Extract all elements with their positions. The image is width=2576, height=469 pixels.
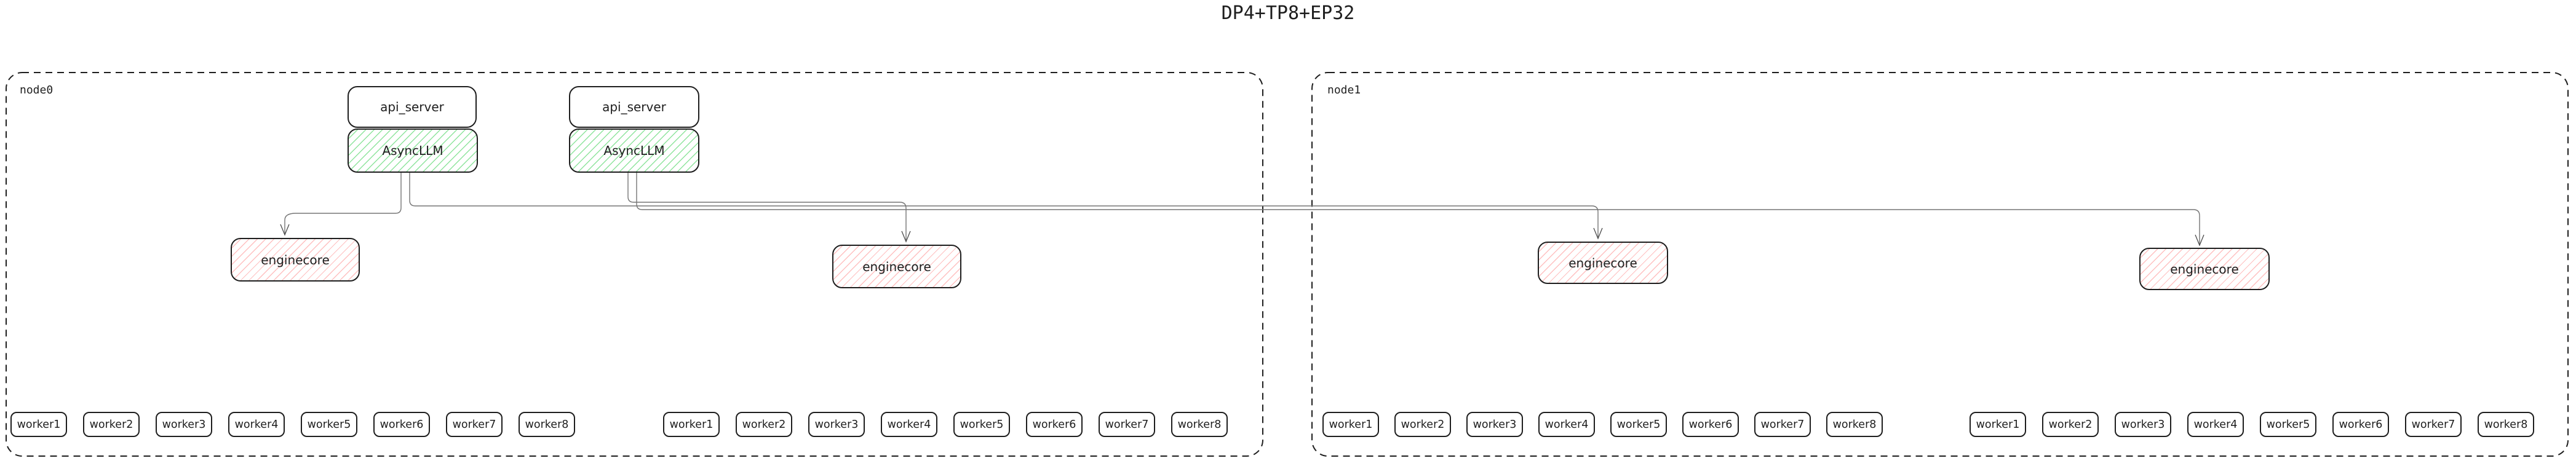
worker-box-node1-workers-a-2: worker2 bbox=[1394, 412, 1451, 437]
diagram-title: DP4+TP8+EP32 bbox=[1221, 2, 1355, 24]
enginecore-3-box: enginecore bbox=[1538, 242, 1668, 284]
worker-box-node0-workers-a-1: worker1 bbox=[10, 412, 67, 437]
asyncllm-1-box: AsyncLLM bbox=[348, 128, 478, 173]
arrowhead-icon bbox=[901, 231, 911, 243]
worker-box-node1-workers-b-1: worker1 bbox=[1970, 412, 2026, 437]
api-server-2-box: api_server bbox=[569, 86, 699, 128]
worker-box-node0-workers-a-3: worker3 bbox=[156, 412, 212, 437]
node-label-node0: node0 bbox=[20, 84, 54, 97]
worker-box-node0-workers-a-6: worker6 bbox=[373, 412, 430, 437]
worker-box-node0-workers-b-3: worker3 bbox=[808, 412, 865, 437]
worker-box-node1-workers-a-7: worker7 bbox=[1754, 412, 1811, 437]
worker-box-node0-workers-b-7: worker7 bbox=[1099, 412, 1155, 437]
worker-box-node0-workers-b-5: worker5 bbox=[953, 412, 1010, 437]
enginecore-2-box: enginecore bbox=[832, 245, 961, 288]
enginecore-4-box: enginecore bbox=[2139, 248, 2270, 290]
worker-box-node1-workers-a-1: worker1 bbox=[1322, 412, 1379, 437]
asyncllm-2-box: AsyncLLM bbox=[569, 128, 699, 173]
worker-box-node1-workers-b-7: worker7 bbox=[2405, 412, 2462, 437]
edge-asyncllm-1-to-enginecore-3 bbox=[409, 173, 1599, 237]
edge-asyncllm-2-to-enginecore-2 bbox=[627, 173, 907, 240]
worker-box-node0-workers-a-7: worker7 bbox=[446, 412, 503, 437]
worker-box-node0-workers-b-6: worker6 bbox=[1026, 412, 1083, 437]
edge-asyncllm-2-to-enginecore-4 bbox=[636, 173, 2200, 244]
worker-box-node0-workers-b-8: worker8 bbox=[1171, 412, 1228, 437]
arrowhead-icon bbox=[280, 224, 290, 236]
arrowhead-icon bbox=[1593, 227, 1603, 240]
worker-box-node0-workers-a-2: worker2 bbox=[83, 412, 140, 437]
worker-box-node0-workers-a-5: worker5 bbox=[301, 412, 357, 437]
node-label-node1: node1 bbox=[1327, 84, 1361, 97]
arrowhead-icon bbox=[2195, 234, 2204, 246]
worker-box-node1-workers-b-2: worker2 bbox=[2042, 412, 2099, 437]
worker-box-node1-workers-b-6: worker6 bbox=[2332, 412, 2389, 437]
worker-box-node1-workers-b-3: worker3 bbox=[2115, 412, 2171, 437]
edge-asyncllm-1-to-enginecore-1 bbox=[284, 173, 402, 234]
worker-box-node0-workers-a-8: worker8 bbox=[519, 412, 575, 437]
worker-box-node0-workers-b-4: worker4 bbox=[881, 412, 937, 437]
api-server-1-box: api_server bbox=[348, 86, 477, 128]
worker-box-node1-workers-b-4: worker4 bbox=[2187, 412, 2244, 437]
node-container-node1 bbox=[1311, 72, 2569, 457]
worker-box-node0-workers-a-4: worker4 bbox=[228, 412, 285, 437]
worker-box-node1-workers-b-5: worker5 bbox=[2260, 412, 2316, 437]
worker-box-node0-workers-b-1: worker1 bbox=[663, 412, 720, 437]
worker-box-node1-workers-a-8: worker8 bbox=[1826, 412, 1883, 437]
worker-box-node1-workers-a-5: worker5 bbox=[1610, 412, 1667, 437]
worker-box-node0-workers-b-2: worker2 bbox=[736, 412, 792, 437]
enginecore-1-box: enginecore bbox=[231, 238, 360, 282]
worker-box-node1-workers-b-8: worker8 bbox=[2478, 412, 2534, 437]
worker-box-node1-workers-a-3: worker3 bbox=[1466, 412, 1523, 437]
worker-box-node1-workers-a-4: worker4 bbox=[1538, 412, 1595, 437]
worker-box-node1-workers-a-6: worker6 bbox=[1682, 412, 1739, 437]
